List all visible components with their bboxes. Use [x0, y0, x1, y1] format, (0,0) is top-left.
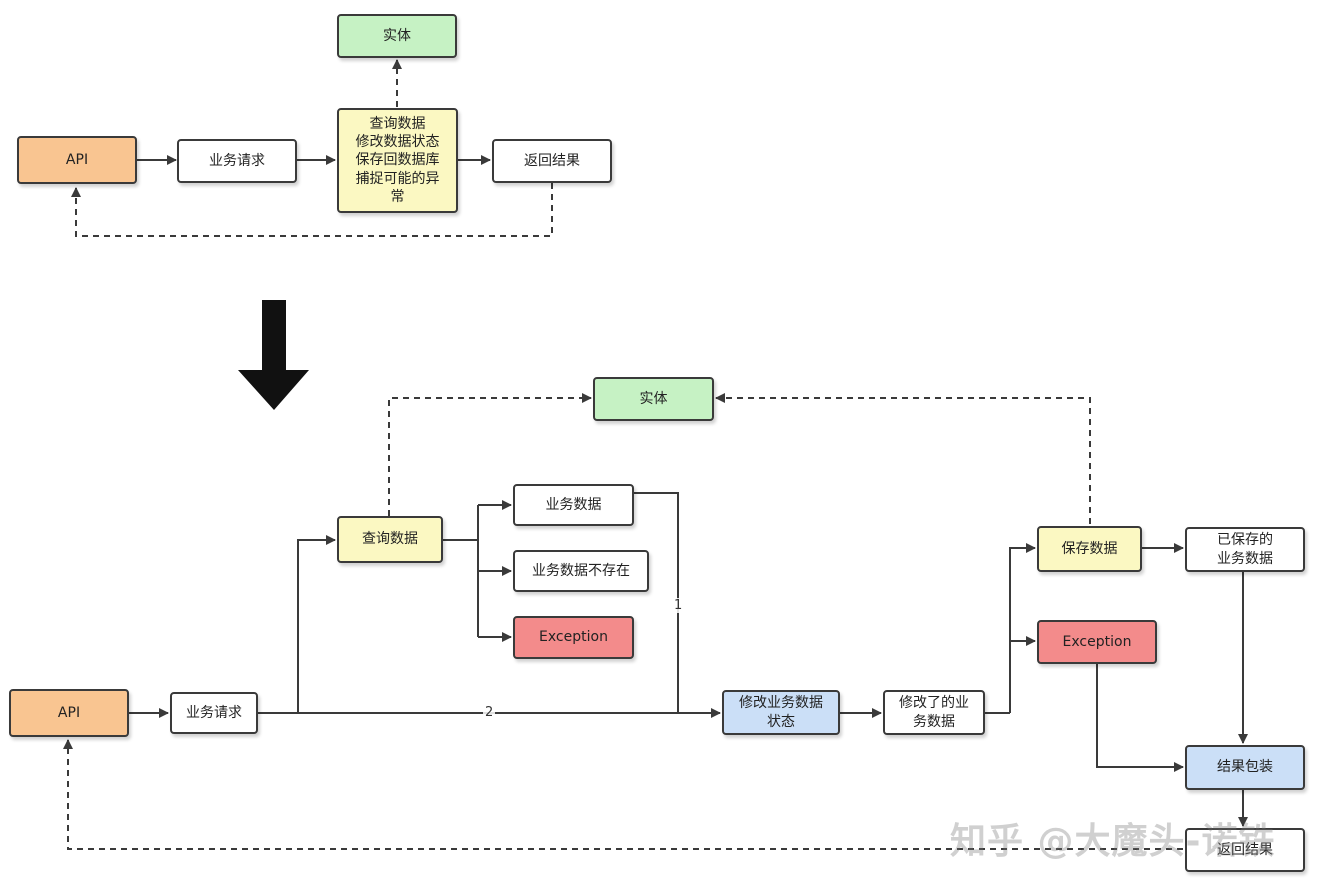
- edge-exception-to-wrap: [1096, 664, 1184, 772]
- transition-arrow: [238, 300, 309, 410]
- edge-return-to-api: [63, 739, 1183, 850]
- edge-bizdata-to-modify: [634, 492, 679, 713]
- request-node-top-label: 业务请求: [209, 152, 265, 169]
- query-node: 查询数据: [337, 516, 443, 563]
- request-node-label: 业务请求: [186, 704, 242, 721]
- biz-not-exist-node: 业务数据不存在: [513, 550, 649, 592]
- return-node: 返回结果: [1185, 828, 1305, 872]
- exception-save-node: Exception: [1037, 620, 1157, 664]
- modified-data-node: 修改了的业 务数据: [883, 690, 985, 735]
- api-node-top: API: [17, 136, 137, 184]
- api-node-top-label: API: [65, 151, 89, 168]
- return-node-label: 返回结果: [1217, 841, 1273, 858]
- process-node-top: 查询数据 修改数据状态 保存回数据库 捕捉可能的异 常: [337, 108, 458, 213]
- modified-data-node-label: 修改了的业 务数据: [899, 695, 969, 730]
- process-node-top-label: 查询数据 修改数据状态 保存回数据库 捕捉可能的异 常: [355, 116, 440, 205]
- edge-branch-to-save: [1009, 543, 1036, 713]
- entity-node-top-label: 实体: [383, 27, 411, 44]
- exception-save-node-label: Exception: [1062, 633, 1132, 650]
- edge-request-to-query: [297, 535, 336, 713]
- biz-not-exist-node-label: 业务数据不存在: [532, 562, 630, 579]
- edge-return-to-api-top: [71, 183, 553, 237]
- edge-save-to-entity: [715, 393, 1091, 524]
- request-node-top: 业务请求: [177, 139, 297, 183]
- query-node-label: 查询数据: [362, 531, 418, 548]
- wrap-result-node-label: 结果包装: [1217, 759, 1273, 776]
- saved-data-node: 已保存的 业务数据: [1185, 527, 1305, 572]
- entity-node-label: 实体: [639, 390, 668, 407]
- biz-data-node-label: 业务数据: [545, 496, 602, 513]
- biz-data-node: 业务数据: [513, 484, 634, 526]
- edge-label-2: 2: [483, 705, 496, 720]
- return-node-top-label: 返回结果: [524, 152, 580, 169]
- exception-query-node: Exception: [513, 616, 634, 659]
- wrap-result-node: 结果包装: [1185, 745, 1305, 790]
- exception-query-node-label: Exception: [539, 629, 608, 646]
- entity-node-top: 实体: [337, 14, 457, 58]
- modify-state-node-label: 修改业务数据 状态: [739, 695, 823, 730]
- api-node-label: API: [57, 704, 81, 721]
- save-data-node-label: 保存数据: [1061, 540, 1118, 557]
- return-node-top: 返回结果: [492, 139, 612, 183]
- request-node: 业务请求: [170, 692, 258, 734]
- save-data-node: 保存数据: [1037, 526, 1142, 572]
- modify-state-node: 修改业务数据 状态: [722, 690, 840, 735]
- edge-label-1: 1: [672, 598, 685, 613]
- saved-data-node-label: 已保存的 业务数据: [1217, 532, 1273, 567]
- api-node: API: [9, 689, 129, 737]
- entity-node: 实体: [593, 377, 714, 421]
